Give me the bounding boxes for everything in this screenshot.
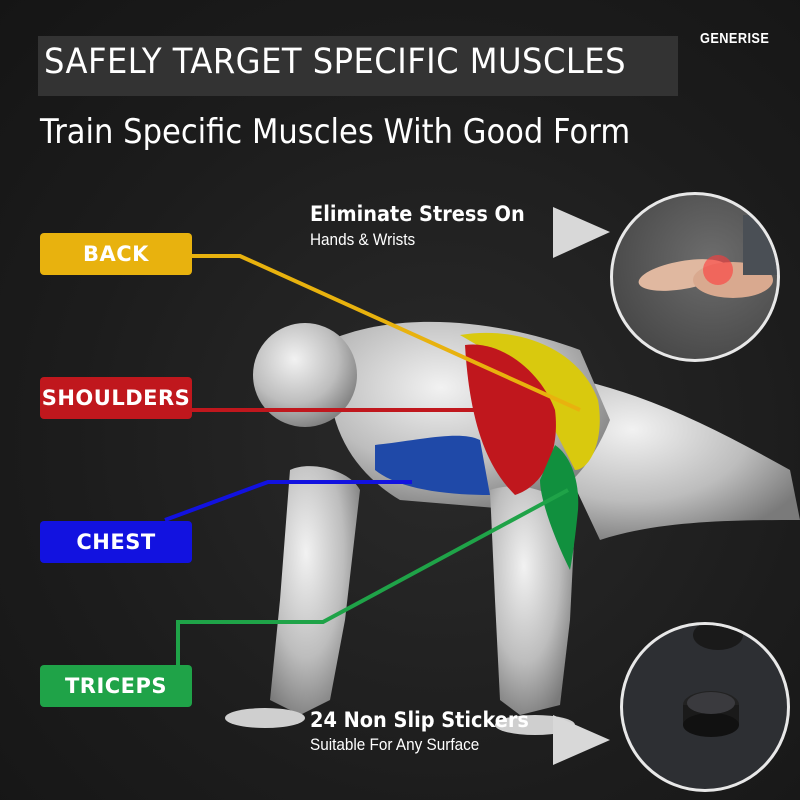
label-chest: CHEST [40, 521, 192, 563]
brand-logo: GENERISE [700, 30, 770, 47]
label-back: BACK [40, 233, 192, 275]
sticker-icon [683, 625, 743, 737]
feature-stickers-subtitle: Suitable For Any Surface [310, 735, 480, 754]
headline-banner [38, 36, 678, 96]
back-connector-line [192, 254, 581, 412]
label-shoulders: SHOULDERS [40, 377, 192, 419]
headline: SAFELY TARGET SPECIFIC MUSCLES [44, 42, 626, 82]
wrist-pain-photo [610, 192, 780, 362]
feature-wrist-subtitle: Hands & Wrists [310, 230, 416, 249]
label-shoulders-text: SHOULDERS [41, 386, 191, 410]
label-chest-text: CHEST [76, 530, 156, 554]
label-back-text: BACK [83, 242, 149, 266]
chest-connector-line [164, 480, 412, 522]
label-triceps: TRICEPS [40, 665, 192, 707]
feature-wrist-title: Eliminate Stress On [310, 202, 525, 226]
triceps-connector-line [176, 488, 569, 665]
subheadline: Train Specific Muscles With Good Form [40, 112, 631, 152]
label-triceps-text: TRICEPS [64, 674, 168, 698]
feature-stickers-title: 24 Non Slip Stickers [310, 708, 529, 732]
non-slip-sticker-photo [620, 622, 790, 792]
hand-icon [638, 215, 777, 298]
